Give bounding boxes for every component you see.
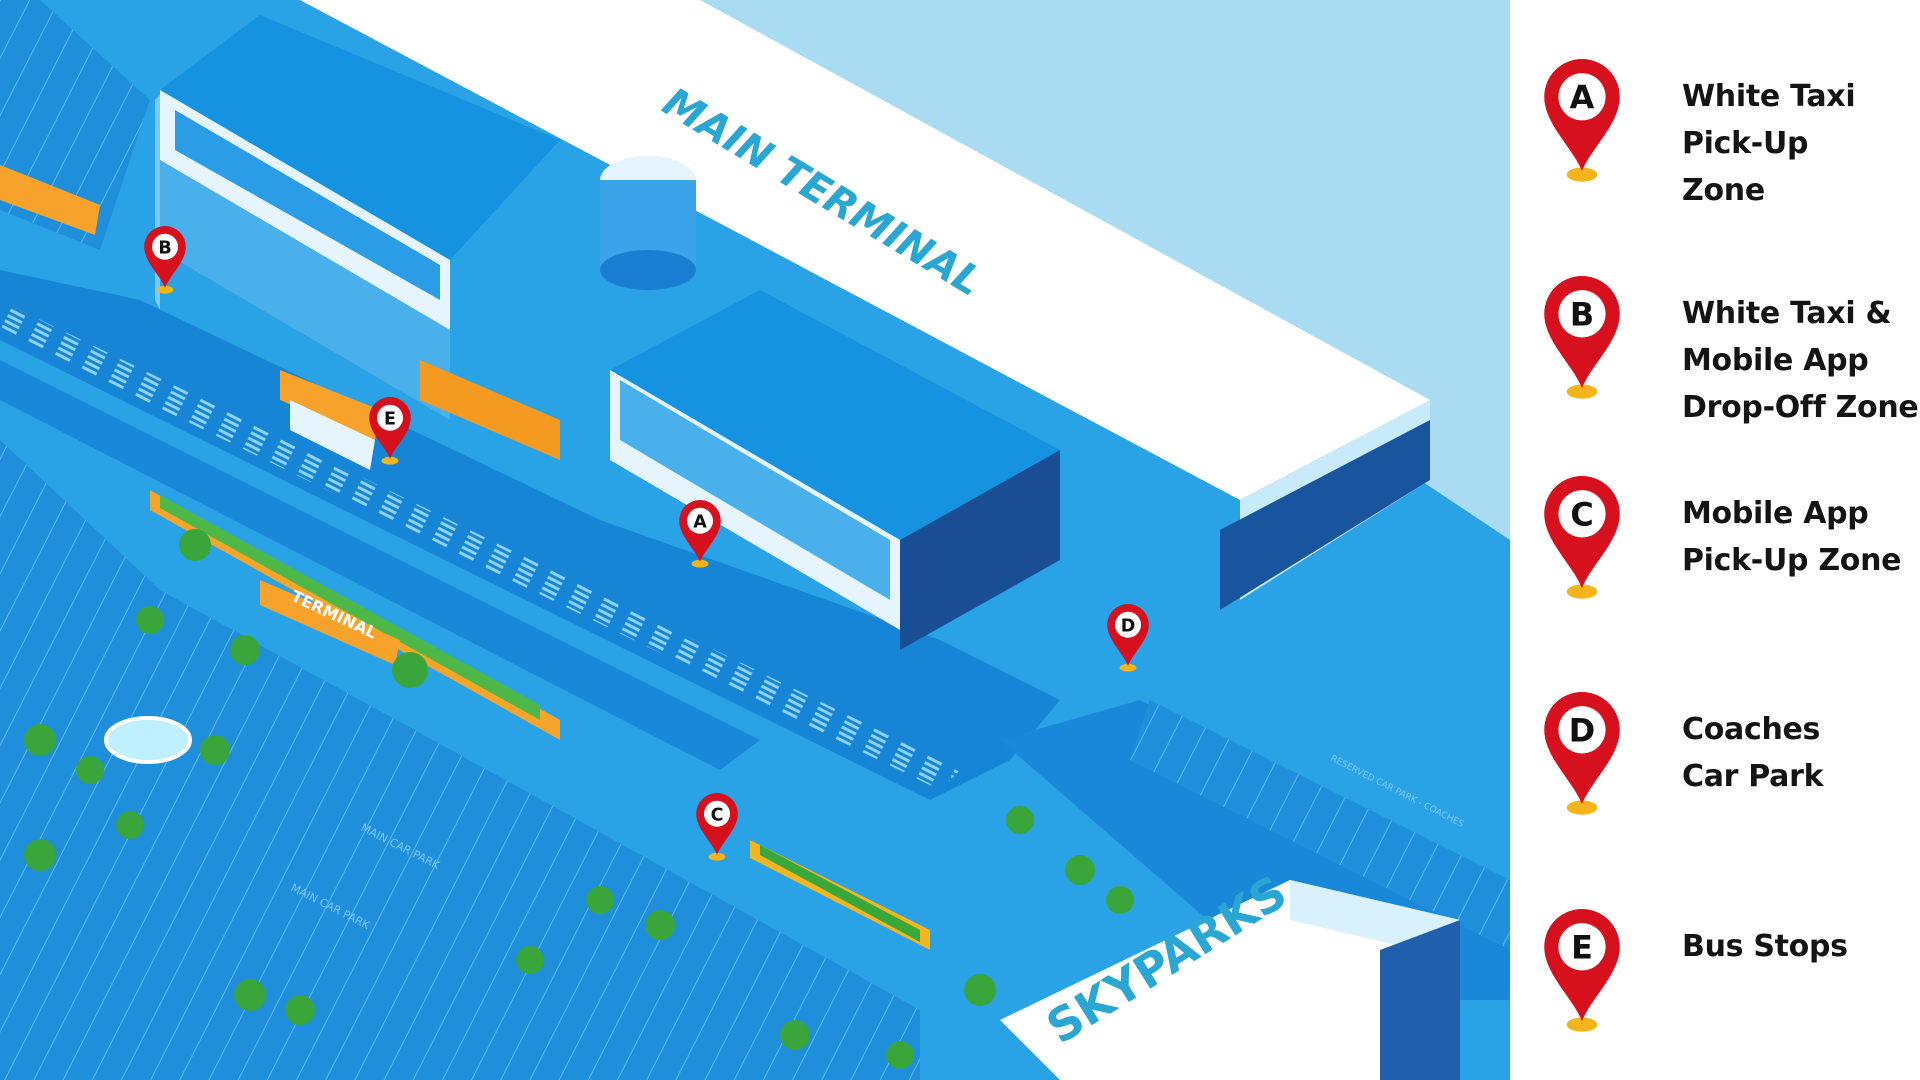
terminal-main-roof <box>300 0 1430 500</box>
pin-base <box>381 456 399 465</box>
terminal-east-wall <box>1220 420 1430 610</box>
pin-label-circle <box>152 233 178 260</box>
legend-label-line: Car Park <box>1682 759 1824 794</box>
pin-letter: E <box>384 409 396 429</box>
pin-letter: D <box>1569 712 1595 750</box>
map-pin-b[interactable]: B <box>144 226 186 294</box>
lower-road <box>0 360 760 770</box>
coach-bays <box>1130 700 1510 950</box>
pin-letter: C <box>1570 496 1593 534</box>
map-pin-e[interactable]: E <box>369 397 411 465</box>
pin-label-circle <box>704 800 730 827</box>
road-markings <box>0 300 960 790</box>
pin-label-circle <box>1558 290 1606 338</box>
pin-label-circle <box>687 507 713 534</box>
map-pins: A B C D E <box>144 226 1149 861</box>
kerbside-road <box>0 270 1060 800</box>
legend-map-pin-icon[interactable]: E <box>1544 909 1620 1032</box>
legend-pin-b: B <box>1544 276 1620 399</box>
pin-label-circle <box>377 404 403 431</box>
legend-label-line: Pick-Up <box>1682 126 1809 161</box>
legend-label-line: Pick-Up Zone <box>1682 543 1902 578</box>
legend-label-line: Bus Stops <box>1682 929 1848 964</box>
legend-pin-d: D <box>1544 692 1620 815</box>
legend-label-line: Mobile App <box>1682 343 1869 378</box>
pin-label-circle <box>1115 611 1141 638</box>
legend-map-pin-icon[interactable]: A <box>1544 59 1620 182</box>
pin-base <box>691 559 709 568</box>
pin-letter: E <box>1571 929 1593 967</box>
pin-base <box>1566 800 1598 815</box>
legend-map-pin-icon[interactable]: B <box>1544 276 1620 399</box>
pin-label-circle <box>1558 73 1606 121</box>
terminal-canopy <box>420 360 560 460</box>
pin-letter: C <box>711 805 724 825</box>
pin-letter: A <box>693 512 707 532</box>
map-pin-c[interactable]: C <box>696 793 738 861</box>
bus-shelter-north <box>0 165 100 235</box>
legend-map-pin-icon[interactable]: C <box>1544 476 1620 599</box>
pin-label-circle <box>1558 923 1606 971</box>
legend-pin-e: E <box>1544 909 1620 1032</box>
pin-base <box>1566 1017 1598 1032</box>
pin-base <box>1566 167 1598 182</box>
terminal-shelter <box>260 580 400 665</box>
main-car-park <box>0 440 920 1080</box>
legend-item-e: E Bus Stops <box>1540 905 1910 1055</box>
pin-base <box>1566 384 1598 399</box>
map-pin-d[interactable]: D <box>1107 604 1149 672</box>
pin-base <box>708 852 726 861</box>
airport-illustration: MAIN TERMINAL TERMINAL MAIN CAR PARK MAI… <box>0 0 1510 1080</box>
airport-map: MAIN TERMINAL TERMINAL MAIN CAR PARK MAI… <box>0 0 1510 1080</box>
pin-label-circle <box>1558 706 1606 754</box>
pin-base <box>156 285 174 294</box>
bus-shelter <box>280 370 380 440</box>
terminal-roof-east <box>610 290 1060 540</box>
pin-letter: A <box>1570 79 1595 117</box>
legend-pin-c: C <box>1544 476 1620 599</box>
legend-label-line: White Taxi <box>1682 79 1856 114</box>
terminal-facade-west <box>160 160 450 420</box>
pin-base <box>1566 584 1598 599</box>
legend-label-line: Zone <box>1682 173 1765 208</box>
pin-letter: B <box>158 238 171 258</box>
map-pin-a[interactable]: A <box>679 500 721 568</box>
legend-label-line: White Taxi & <box>1682 296 1892 331</box>
pin-letter: D <box>1121 616 1136 636</box>
terminal-facade-east <box>620 380 890 600</box>
legend-pin-a: A <box>1544 59 1620 182</box>
legend-label-line: Coaches <box>1682 712 1821 747</box>
pool <box>104 716 192 764</box>
pin-letter: B <box>1570 296 1594 334</box>
pin-label-circle <box>1558 490 1606 538</box>
legend-map-pin-icon[interactable]: D <box>1544 692 1620 815</box>
pin-base <box>1119 663 1137 672</box>
palm-trees <box>24 529 1134 1069</box>
legend-label: Bus Stops <box>1682 923 1920 970</box>
legend-label-line: Drop-Off Zone <box>1682 390 1919 425</box>
legend-label-line: Mobile App <box>1682 496 1869 531</box>
terminal-roof-west <box>160 15 560 260</box>
